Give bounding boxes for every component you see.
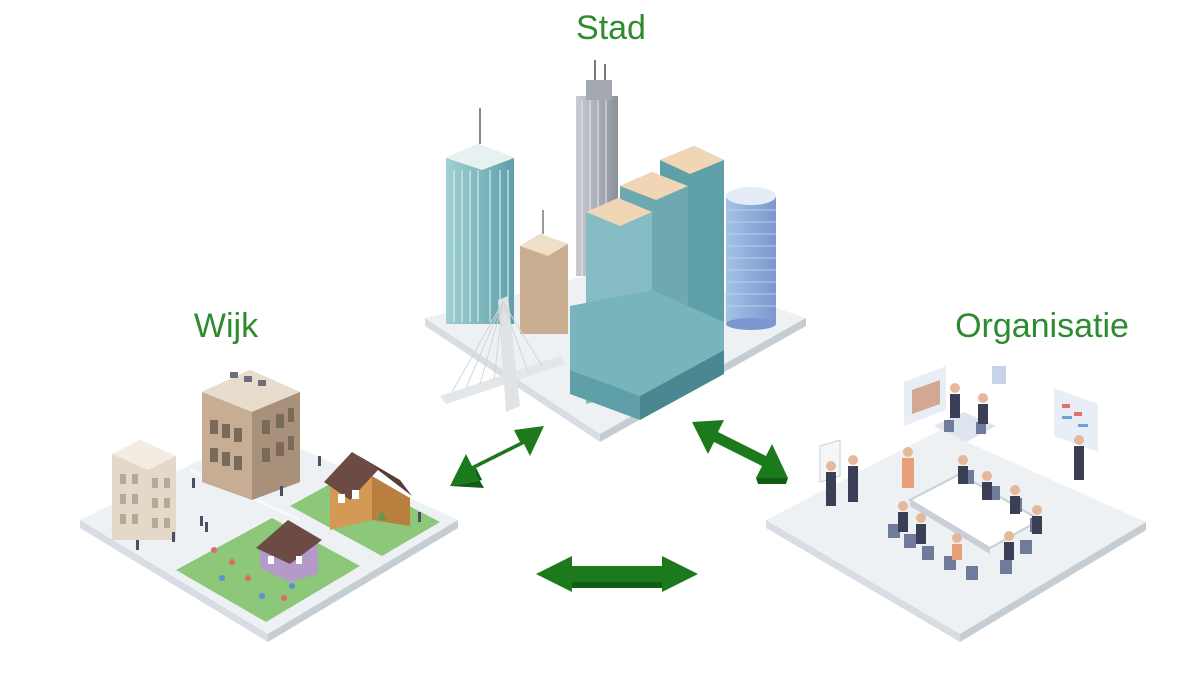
people [136,456,421,550]
organisatie-node: Organisatie [766,307,1146,642]
double-arrow-icon [450,426,544,488]
round-tower [726,187,776,330]
whiteboard [1054,388,1098,452]
people [826,383,1084,560]
organisatie-label: Organisatie [955,307,1129,345]
connection-wijk-stad [450,426,544,488]
flipchart [819,439,841,483]
stacked-towers [570,146,724,420]
cable-bridge [440,296,566,412]
office-block [202,370,300,500]
wijk-node: Wijk [80,307,458,642]
stad-label: Stad [576,9,646,47]
presentation-board [904,366,1006,426]
connection-stad-organisatie [692,420,788,484]
house-brown [324,452,412,530]
apartment-building [112,440,176,540]
double-arrow-icon [692,420,788,484]
tan-building [520,210,568,334]
neighbourhood-icon [80,370,458,642]
connection-wijk-organisatie [536,556,698,592]
double-arrow-icon [536,556,698,592]
stad-node: Stad [425,9,806,442]
meeting-room-icon [766,366,1146,642]
teal-tower [446,108,514,324]
wijk-label: Wijk [194,307,259,345]
city-skyline-icon [425,60,806,442]
house-purple [256,520,322,582]
